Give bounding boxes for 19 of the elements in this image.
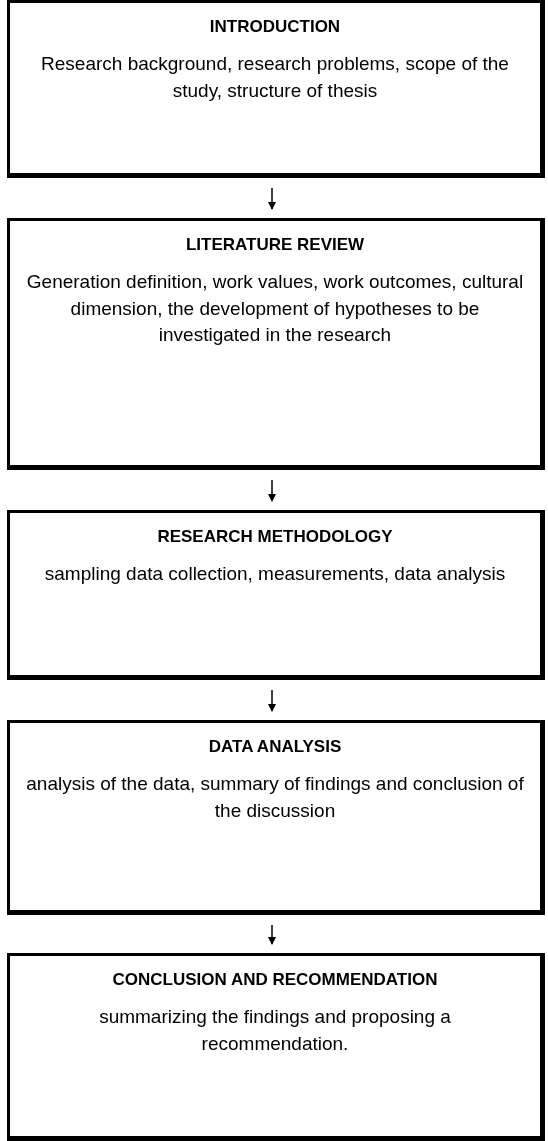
arrow: [268, 924, 276, 945]
box-heading: CONCLUSION AND RECOMMENDATION: [112, 970, 438, 990]
arrow: [268, 187, 276, 210]
arrow: [268, 689, 276, 712]
process-box: [7, 510, 545, 680]
box-description: Research background, research problems, scope of the study, structure of thesis: [40, 52, 510, 103]
process-box: [7, 218, 545, 470]
process-box: [7, 720, 545, 915]
box-description: analysis of the data, summary of findings and conclusion of the discussion: [25, 772, 525, 823]
process-box: [7, 953, 545, 1141]
box-heading: DATA ANALYSIS: [208, 737, 342, 757]
box-description: sampling data collection, measurements, data analysis: [44, 562, 506, 586]
process-box: [7, 0, 545, 178]
box-heading: RESEARCH METHODOLOGY: [157, 527, 393, 547]
box-heading: INTRODUCTION: [209, 17, 341, 37]
box-heading: LITERATURE REVIEW: [185, 235, 365, 255]
arrow: [268, 479, 276, 502]
box-description: Generation definition, work values, work outcomes, cultural dimension, the development of hypotheses to be investigated in the research: [25, 270, 525, 348]
box-description: summarizing the findings and proposing a recommendation.: [98, 1005, 452, 1056]
